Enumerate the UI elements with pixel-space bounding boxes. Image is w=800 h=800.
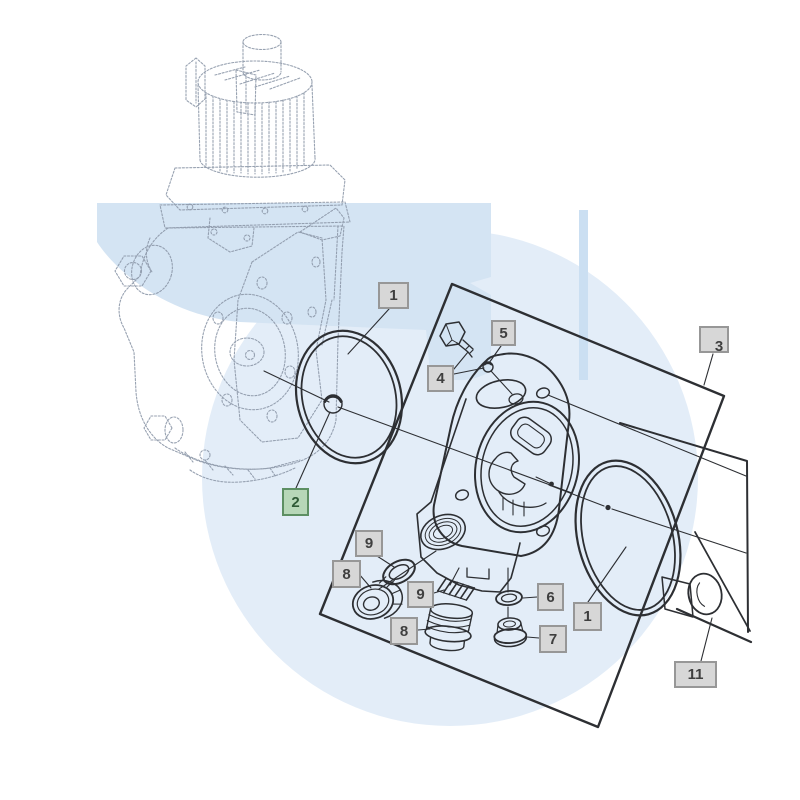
mounting-plate-11 — [619, 422, 753, 644]
o-ring-1 — [294, 329, 404, 465]
part-callout-1[interactable]: 1 — [573, 602, 602, 631]
washer-6 — [495, 590, 523, 606]
part-callout-1[interactable]: 1 — [378, 282, 409, 309]
part-callout-4[interactable]: 4 — [427, 365, 454, 392]
pump-housing — [416, 352, 580, 593]
part-callout-8[interactable]: 8 — [390, 617, 418, 645]
part-callout-label: 2 — [291, 493, 300, 511]
pump-internals — [488, 416, 554, 517]
engine-ghost-drawing — [114, 33, 351, 483]
part-callout-label: 8 — [342, 565, 351, 583]
part-callout-label: 9 — [416, 586, 425, 603]
part-callout-label: 8 — [399, 622, 409, 640]
part-callout-label: 4 — [436, 370, 445, 387]
part-callout-2[interactable]: 2 — [282, 488, 309, 516]
o-ring-2-center-dot — [605, 504, 611, 511]
part-callout-label: 1 — [583, 608, 592, 625]
o-ring-1-right — [574, 459, 682, 617]
leader-lines — [263, 308, 747, 662]
part-callout-label: 9 — [364, 535, 374, 552]
spring-9 — [436, 577, 476, 601]
part-callout-7[interactable]: 7 — [539, 625, 567, 653]
bead-5 — [482, 361, 494, 373]
plug-8a — [351, 576, 404, 620]
part-callout-label: 7 — [548, 630, 558, 648]
part-callout-label: 3 — [714, 338, 724, 355]
part-callout-label: 11 — [687, 666, 704, 683]
part-callout-9[interactable]: 9 — [355, 530, 383, 557]
detail-box-border — [318, 282, 726, 729]
bushing-11 — [687, 572, 723, 616]
part-callout-label: 1 — [389, 287, 398, 304]
part-callout-label: 5 — [499, 324, 508, 342]
part-callout-3[interactable]: 3 — [699, 326, 729, 355]
plug-2 — [323, 394, 343, 414]
plug-7 — [493, 617, 528, 648]
part-callout-6[interactable]: 6 — [537, 583, 564, 611]
pump-port — [419, 513, 467, 551]
part-callout-label: 6 — [546, 588, 555, 606]
screw-4 — [439, 321, 474, 358]
plug-8b — [424, 603, 474, 652]
part-callout-9[interactable]: 9 — [407, 581, 434, 608]
part-callout-11[interactable]: 11 — [674, 661, 717, 688]
part-callout-8[interactable]: 8 — [332, 560, 361, 588]
part-callout-5[interactable]: 5 — [491, 320, 516, 346]
